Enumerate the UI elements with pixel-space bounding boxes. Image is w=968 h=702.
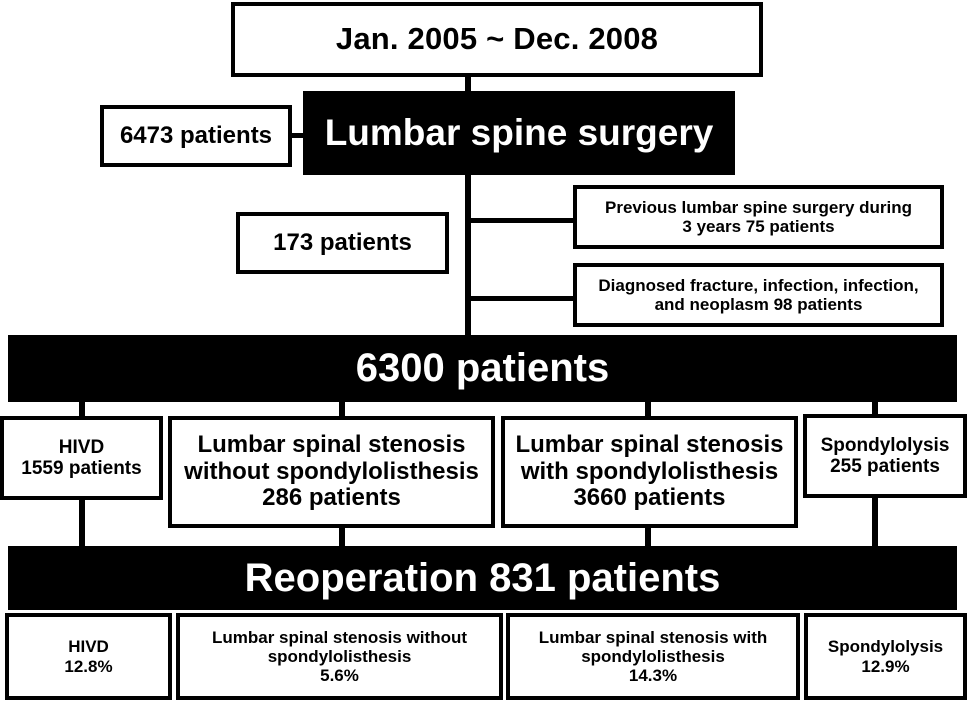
title-box-label: Jan. 2005 ~ Dec. 2008 xyxy=(335,21,659,57)
exclusion-box-1: Previous lumbar spine surgery during 3 y… xyxy=(573,185,944,249)
reoperation-rate-3-label: Lumbar spinal stenosis with spondylolist… xyxy=(538,627,768,686)
connector-group-3-to-reoperation xyxy=(645,528,651,546)
primary-band: Lumbar spine surgery xyxy=(303,91,735,175)
connector-exclusion-trunk xyxy=(465,175,471,337)
diagnosis-group-box-2: Lumbar spinal stenosis without spondylol… xyxy=(168,416,495,528)
reoperation-band-label: Reoperation 831 patients xyxy=(244,555,721,600)
connector-included-to-group-4 xyxy=(872,402,878,418)
exclusion-box-2: Diagnosed fracture, infection, infection… xyxy=(573,263,944,327)
connector-title-to-primary xyxy=(465,77,471,91)
reoperation-rate-box-2: Lumbar spinal stenosis without spondylol… xyxy=(176,613,503,700)
reoperation-rate-1-label: HIVD 12.8% xyxy=(64,637,113,676)
connector-included-to-group-3 xyxy=(645,402,651,418)
title-box: Jan. 2005 ~ Dec. 2008 xyxy=(231,2,763,77)
connector-group-2-to-reoperation xyxy=(339,528,345,546)
reoperation-rate-box-3: Lumbar spinal stenosis with spondylolist… xyxy=(506,613,800,700)
cohort-total-box: 6473 patients xyxy=(100,105,292,167)
diagnosis-group-2-label: Lumbar spinal stenosis without spondylol… xyxy=(184,430,479,512)
diagnosis-group-3-label: Lumbar spinal stenosis with spondylolist… xyxy=(515,430,784,512)
diagnosis-group-box-1: HIVD 1559 patients xyxy=(0,416,163,500)
diagnosis-group-1-label: HIVD 1559 patients xyxy=(21,436,142,479)
diagnosis-group-4-label: Spondylolysis 255 patients xyxy=(820,434,950,477)
connector-group-4-to-reoperation xyxy=(872,498,878,546)
connector-included-to-group-2 xyxy=(339,402,345,418)
diagnosis-group-box-3: Lumbar spinal stenosis with spondylolist… xyxy=(501,416,798,528)
connector-exclusion-branch-1 xyxy=(465,218,575,223)
reoperation-rate-box-4: Spondylolysis 12.9% xyxy=(804,613,967,700)
connector-exclusion-branch-2 xyxy=(465,296,575,301)
reoperation-rate-4-label: Spondylolysis 12.9% xyxy=(827,637,944,676)
connector-cohort-to-primary xyxy=(292,133,304,138)
included-band-label: 6300 patients xyxy=(355,346,610,391)
excluded-total-label: 173 patients xyxy=(273,228,412,256)
reoperation-rate-box-1: HIVD 12.8% xyxy=(5,613,172,700)
connector-included-to-group-1 xyxy=(79,402,85,418)
cohort-total-label: 6473 patients xyxy=(119,121,273,149)
primary-band-label: Lumbar spine surgery xyxy=(324,112,714,154)
diagnosis-group-box-4: Spondylolysis 255 patients xyxy=(803,414,967,498)
included-band: 6300 patients xyxy=(8,335,957,402)
excluded-total-box: 173 patients xyxy=(236,212,449,274)
reoperation-band: Reoperation 831 patients xyxy=(8,546,957,610)
exclusion-box-1-label: Previous lumbar spine surgery during 3 y… xyxy=(604,197,913,236)
connector-group-1-to-reoperation xyxy=(79,500,85,546)
reoperation-rate-2-label: Lumbar spinal stenosis without spondylol… xyxy=(211,627,468,686)
exclusion-box-2-label: Diagnosed fracture, infection, infection… xyxy=(598,275,919,314)
